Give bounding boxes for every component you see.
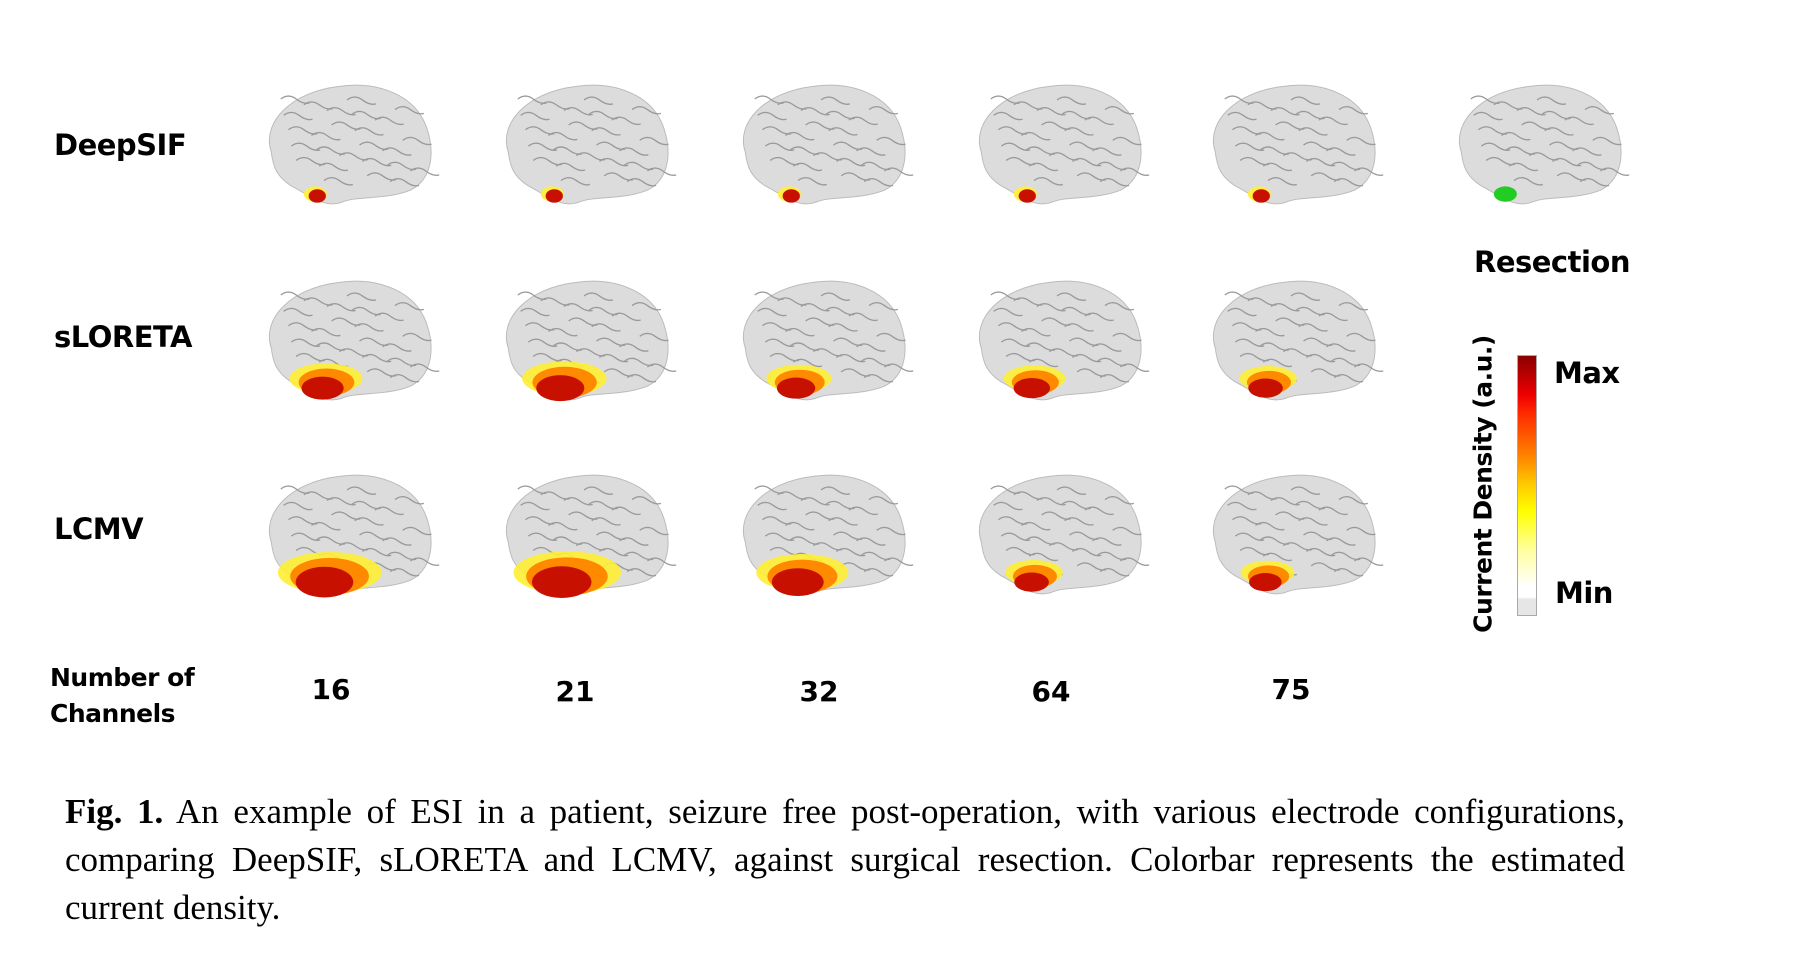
brain-map-sloreta-64ch xyxy=(962,268,1154,418)
brain-map-lcmv-21ch xyxy=(489,462,681,612)
channel-count-16: 16 xyxy=(311,673,351,706)
brain-map-lcmv-64ch xyxy=(962,462,1154,612)
caption-prefix: Fig. 1. xyxy=(65,792,164,831)
brain-map-lcmv-32ch xyxy=(726,462,918,612)
row-label-deepsif: DeepSIF xyxy=(54,128,187,162)
channel-count-32: 32 xyxy=(799,675,839,708)
brain-map-resection xyxy=(1442,72,1634,222)
channel-count-75: 75 xyxy=(1271,673,1311,706)
row-label-lcmv: LCMV xyxy=(54,512,144,546)
channel-count-64: 64 xyxy=(1031,675,1071,708)
brain-map-lcmv-16ch xyxy=(252,462,444,612)
brain-map-sloreta-21ch xyxy=(489,268,681,418)
brain-map-sloreta-16ch xyxy=(252,268,444,418)
resection-label: Resection xyxy=(1474,245,1631,279)
channels-axis-label: Number of Channels xyxy=(50,660,195,732)
brain-map-sloreta-75ch xyxy=(1196,268,1388,418)
caption-text: An example of ESI in a patient, seizure … xyxy=(65,792,1625,927)
brain-map-deepsif-75ch xyxy=(1196,72,1388,222)
channels-label-line2: Channels xyxy=(50,699,176,728)
brain-map-deepsif-21ch xyxy=(489,72,681,222)
figure-caption: Fig. 1. An example of ESI in a patient, … xyxy=(65,788,1625,932)
colorbar xyxy=(1517,355,1537,616)
channels-label-line1: Number of xyxy=(50,663,195,692)
row-label-sloreta: sLORETA xyxy=(54,320,192,354)
brain-map-lcmv-75ch xyxy=(1196,462,1388,612)
colorbar-min-label: Min xyxy=(1555,576,1613,610)
channel-count-21: 21 xyxy=(555,675,595,708)
brain-map-sloreta-32ch xyxy=(726,268,918,418)
colorbar-max-label: Max xyxy=(1554,356,1620,390)
brain-map-deepsif-32ch xyxy=(726,72,918,222)
colorbar-title: Current Density (a.u.) xyxy=(1468,335,1498,633)
brain-map-deepsif-64ch xyxy=(962,72,1154,222)
brain-map-deepsif-16ch xyxy=(252,72,444,222)
